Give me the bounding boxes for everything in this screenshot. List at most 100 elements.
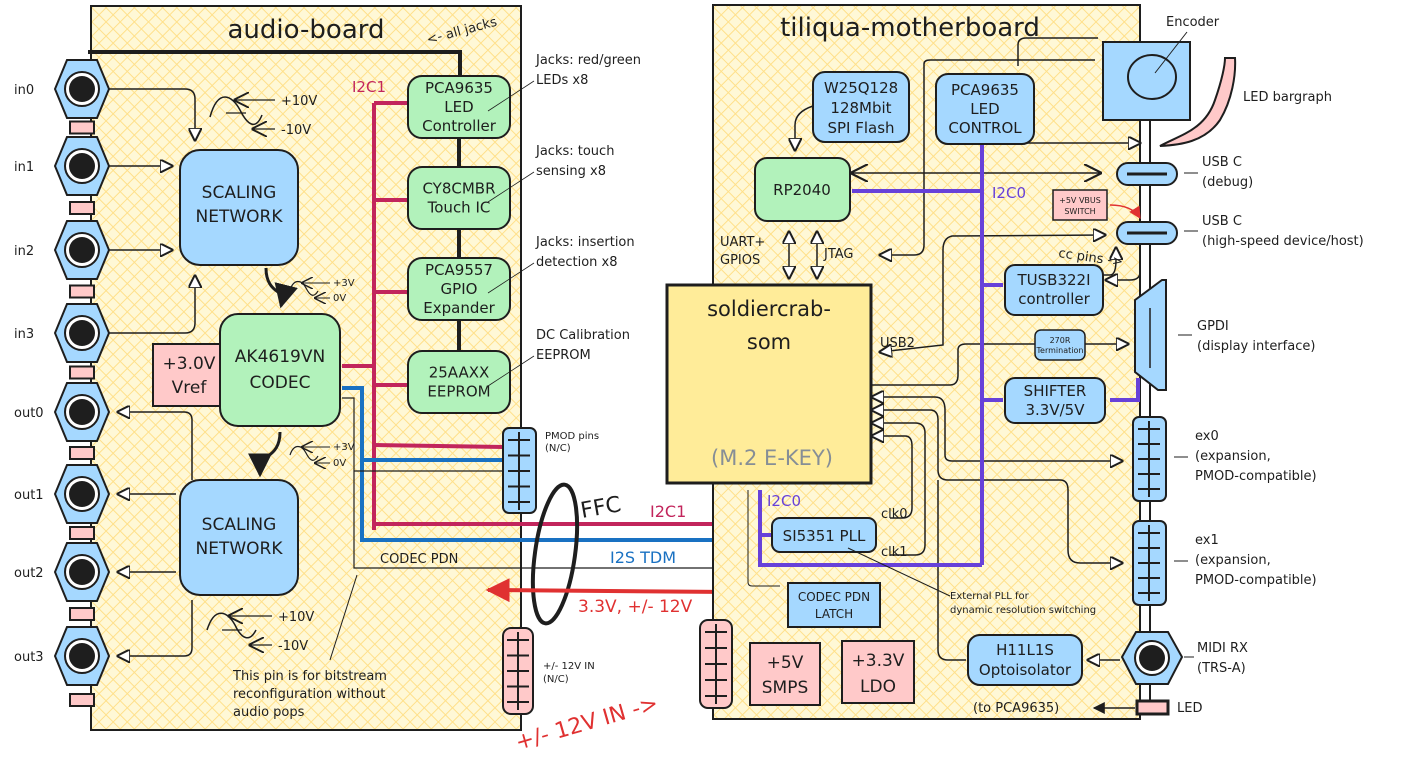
tiliqua-motherboard: tiliqua-motherboard	[665, 4, 1141, 720]
flash-line2: 128Mbit	[830, 99, 891, 117]
i2s-cable-label: I2S TDM	[610, 548, 676, 567]
chip-label: GPIO	[441, 280, 478, 298]
pll-note-leader	[847, 547, 951, 597]
chip-label: Expander	[423, 299, 495, 317]
power-cable-label: 3.3V, +/- 12V	[578, 597, 693, 617]
ffc-label: FFC	[579, 492, 623, 524]
chip-note: Jacks: insertion	[535, 235, 635, 250]
jack-in2[interactable]	[53, 220, 111, 280]
midi-rx-jack[interactable]	[1120, 631, 1184, 685]
chip-label: 25AAXX	[429, 364, 490, 382]
jack-label: out2	[14, 566, 44, 581]
scaling-out-line1: SCALING	[202, 515, 277, 535]
scaling-out-line2: NETWORK	[196, 539, 284, 559]
som-line2: som	[747, 330, 791, 354]
vref-line2: Vref	[172, 378, 208, 398]
clk1-label: clk1	[881, 545, 908, 560]
vbus-line2: SWITCH	[1064, 207, 1095, 216]
som-line3: (M.2 E-KEY)	[711, 446, 833, 470]
power-in-connector-motherboard[interactable]	[699, 619, 733, 709]
codec-pdn-latch-block: CODEC PDN LATCH	[787, 582, 881, 628]
bitstream-note-line3: audio pops	[233, 705, 305, 720]
power-in-label: +/- 12V IN ->	[513, 691, 661, 756]
status-led	[1135, 699, 1170, 716]
jack-label: out1	[14, 488, 44, 503]
chip-note: sensing x8	[536, 164, 606, 179]
led-control-block: PCA9635 LED CONTROL	[935, 73, 1035, 145]
led-control-line2: LED	[970, 100, 999, 118]
jack-in0[interactable]	[53, 59, 111, 119]
vref-block: +3.0V Vref	[152, 343, 226, 407]
smps-line1: +5V	[767, 653, 804, 673]
ex1-line1: ex1	[1195, 533, 1219, 548]
codec-in-minus: 0V	[333, 293, 346, 304]
jack-out3[interactable]	[53, 626, 111, 686]
gpdi-display-connector[interactable]	[1134, 279, 1167, 391]
pll-label: SI5351 PLL	[783, 527, 866, 545]
gpdi-line2: (display interface)	[1197, 339, 1315, 354]
ffc-loop	[530, 482, 580, 626]
led-control-line1: PCA9635	[951, 81, 1019, 99]
usb-c-debug-port[interactable]	[1116, 162, 1178, 186]
jack-out1[interactable]	[53, 464, 111, 524]
chip-note-leader	[487, 80, 535, 112]
chip-note-leader	[487, 262, 535, 294]
opto-line2: Optoisolator	[979, 661, 1072, 679]
pmod-note-line1: PMOD pins	[545, 431, 599, 442]
ex0-expansion-connector[interactable]	[1132, 416, 1167, 502]
usb-hs-line1: USB C	[1202, 214, 1242, 229]
jack-in3[interactable]	[53, 303, 111, 363]
encoder-label: Encoder	[1166, 15, 1220, 30]
cc-pins-to-tusb	[1106, 258, 1141, 280]
codec-block: AK4619VN CODEC	[219, 313, 341, 427]
latch-line1: CODEC PDN	[798, 590, 870, 604]
wave-in-plus-label: +10V	[281, 94, 317, 109]
chip-note: DC Calibration	[536, 328, 630, 343]
led-bargraph[interactable]	[1159, 57, 1237, 147]
chip-label: Controller	[422, 117, 497, 135]
midi-line1: MIDI RX	[1197, 641, 1248, 656]
jack-label: in3	[14, 327, 34, 342]
chip-label: EEPROM	[427, 383, 490, 401]
codec-to-scaling-arrow	[248, 431, 282, 478]
jtag-label: JTAG	[823, 247, 854, 262]
codec-line1: AK4619VN	[235, 347, 325, 367]
usb2-label: USB2	[880, 336, 915, 351]
usb-c-high-speed-port[interactable]	[1116, 221, 1178, 245]
encoder-leader	[1154, 31, 1188, 74]
jack-led	[69, 284, 95, 299]
bitstream-note-line1: This pin is for bitstream	[232, 669, 387, 684]
chip-note: LEDs x8	[536, 73, 588, 88]
wave-in-symbol: +10V -10V	[209, 94, 317, 138]
ex0-line1: ex0	[1195, 429, 1219, 444]
ex0-line3: PMOD-compatible)	[1195, 469, 1317, 484]
jack-led	[69, 201, 95, 215]
power-in-connector-audio[interactable]	[502, 627, 534, 715]
jack-in1[interactable]	[53, 136, 111, 196]
scaling-in-line1: SCALING	[202, 183, 277, 203]
jack-led	[69, 446, 95, 460]
wave-codec-out-symbol: +3V 0V	[289, 442, 355, 469]
power-in-note-line2: (N/C)	[543, 674, 569, 685]
led-control-line3: CONTROL	[948, 119, 1022, 137]
vref-line1: +3.0V	[163, 354, 216, 374]
i2c0-label-2: I2C0	[767, 492, 801, 510]
jack-out0[interactable]	[53, 382, 111, 442]
usb-debug-line2: (debug)	[1202, 175, 1253, 190]
scaling-to-out0	[118, 412, 193, 480]
optoisolator-block: H11L1S Optoisolator	[967, 634, 1083, 686]
jack-led	[69, 365, 95, 380]
ex1-expansion-connector[interactable]	[1132, 520, 1167, 606]
scaling-network-out: SCALING NETWORK	[179, 479, 299, 596]
codec-out-minus: 0V	[333, 458, 346, 469]
motherboard-title: tiliqua-motherboard	[780, 13, 1040, 43]
pmod-note-line2: (N/C)	[545, 443, 571, 454]
midi-line2: (TRS-A)	[1197, 661, 1246, 676]
pmod-pins-connector[interactable]	[502, 427, 537, 514]
jack-out2[interactable]	[53, 542, 111, 602]
flash-line1: W25Q128	[824, 79, 898, 97]
encoder[interactable]	[1102, 41, 1191, 121]
